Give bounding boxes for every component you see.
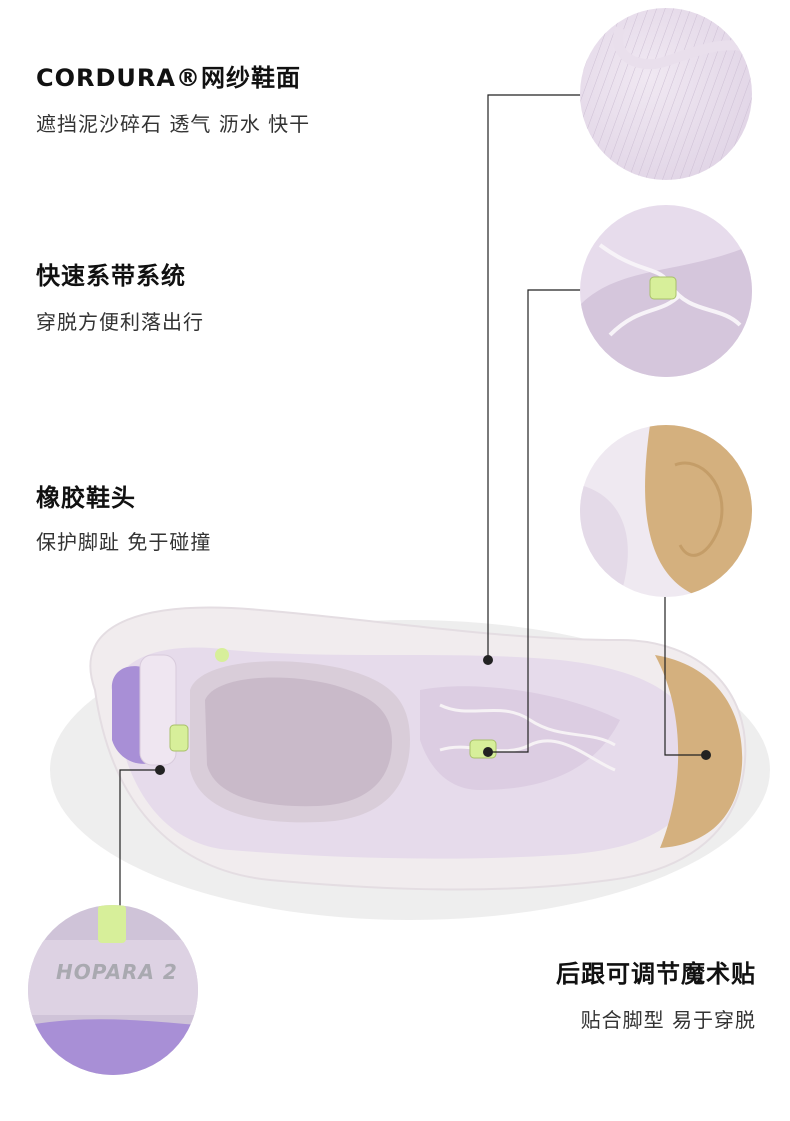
collar-toggle (215, 648, 229, 662)
insole (205, 677, 392, 807)
feature-subtitle-heel-strap: 贴合脚型 易于穿脱 (580, 1008, 756, 1032)
mesh-closeup-circle (580, 8, 752, 180)
lace-closeup-circle (580, 205, 752, 377)
heel-strap-text: HOPARA 2 (56, 960, 178, 984)
toe-closeup-image (580, 425, 752, 597)
feature-title-mesh: CORDURA®网纱鞋面 (36, 64, 301, 92)
feature-subtitle-toe: 保护脚趾 免于碰撞 (36, 530, 212, 554)
feature-subtitle-lacing: 穿脱方便利落出行 (36, 310, 204, 334)
heel-closeup-circle: HOPARA 2 (28, 905, 198, 1075)
feature-title-toe: 橡胶鞋头 (36, 484, 136, 512)
feature-subtitle-mesh: 遮挡泥沙碎石 透气 沥水 快干 (36, 112, 311, 136)
mesh-texture (580, 8, 752, 180)
heel-closeup-image (28, 905, 198, 1075)
lace-closeup-image (580, 243, 752, 377)
feature-title-heel-strap: 后跟可调节魔术贴 (556, 960, 756, 988)
toe-closeup-circle (580, 425, 752, 597)
heel-toggle (169, 724, 189, 752)
lace-toggle (469, 739, 497, 759)
feature-title-lacing: 快速系带系统 (36, 262, 186, 290)
